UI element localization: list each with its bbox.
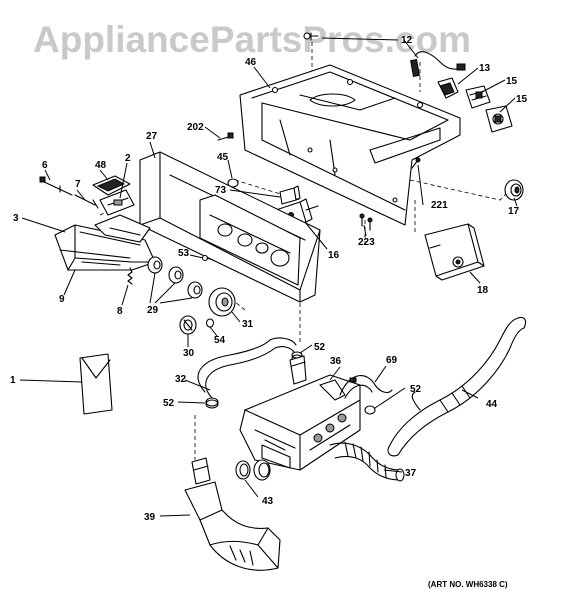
callout-18: 18: [477, 285, 489, 296]
callout-54: 54: [214, 335, 226, 346]
callout-32: 32: [175, 374, 187, 385]
thermistor-sensor-12[interactable]: [410, 51, 466, 77]
screw-top[interactable]: [303, 32, 319, 41]
callout-39: 39: [144, 512, 156, 523]
hose-clamp-52-left[interactable]: [205, 397, 219, 409]
callout-6: 6: [42, 160, 48, 171]
callout-36: 36: [330, 356, 342, 367]
callout-52-left: 52: [163, 398, 175, 409]
washer-54[interactable]: [205, 318, 215, 328]
switch-13[interactable]: [437, 77, 459, 99]
callout-1: 1: [10, 375, 16, 386]
knob-29-b[interactable]: [168, 266, 184, 284]
knob-30[interactable]: [179, 315, 197, 335]
callout-69: 69: [386, 355, 398, 366]
callout-31: 31: [242, 319, 254, 330]
dispenser-insert-2[interactable]: [99, 189, 135, 216]
dispenser-outlet[interactable]: [253, 459, 271, 481]
callout-46: 46: [245, 57, 257, 68]
hinge-rod-6[interactable]: [39, 176, 73, 196]
callout-labels: 12 46 13 15 15 202 27 45 48 2 6 7 73 3 2…: [10, 35, 528, 523]
callout-223: 223: [358, 237, 375, 248]
relay-15-lower[interactable]: [485, 105, 513, 133]
screws-223[interactable]: [359, 213, 373, 231]
control-panel-frame-46[interactable]: [239, 64, 461, 226]
bellows-hose-37[interactable]: [329, 441, 405, 482]
callout-202: 202: [187, 122, 204, 133]
callout-43: 43: [262, 496, 274, 507]
callout-27: 27: [146, 131, 158, 142]
callout-29: 29: [147, 305, 159, 316]
bearing-17[interactable]: [504, 179, 524, 201]
callout-73: 73: [215, 185, 227, 196]
callout-3: 3: [13, 213, 19, 224]
spring-rod-7[interactable]: [74, 194, 99, 209]
callout-52-top: 52: [314, 342, 326, 353]
hose-clamp-52-right[interactable]: [364, 405, 376, 415]
art-number: (ART NO. WH6338 C): [428, 580, 508, 589]
callout-48: 48: [95, 160, 107, 171]
vent-duct-39[interactable]: [184, 457, 281, 571]
callout-221: 221: [431, 200, 448, 211]
inlet-fitting[interactable]: [289, 355, 307, 385]
callout-53: 53: [178, 248, 190, 259]
fill-hose-32[interactable]: [197, 337, 297, 399]
manual-1[interactable]: [79, 353, 113, 415]
callout-2: 2: [125, 153, 131, 164]
callout-16: 16: [328, 250, 340, 261]
callout-9: 9: [59, 294, 65, 305]
screw-221[interactable]: [411, 157, 421, 169]
callout-17: 17: [508, 206, 520, 217]
callout-15-upper: 15: [506, 76, 518, 87]
callout-13: 13: [479, 63, 491, 74]
screw-202[interactable]: [217, 132, 234, 141]
spring-8[interactable]: [127, 267, 133, 285]
drain-hose-44[interactable]: [387, 316, 527, 457]
knob-31[interactable]: [208, 287, 236, 317]
wire-harness-69[interactable]: [339, 375, 393, 399]
control-board-18[interactable]: [424, 223, 485, 281]
callout-12: 12: [401, 35, 413, 46]
bracket-73[interactable]: [279, 185, 301, 205]
callout-8: 8: [117, 306, 123, 317]
dispenser-cap-48[interactable]: [92, 175, 131, 196]
leader-lines: [19, 37, 518, 517]
callout-7: 7: [75, 179, 81, 190]
callout-37: 37: [405, 468, 417, 479]
dispenser-drawer-9[interactable]: [54, 214, 156, 271]
dispenser-housing-36[interactable]: [239, 374, 361, 471]
callout-30: 30: [183, 348, 195, 359]
control-panel-27[interactable]: [139, 151, 321, 303]
callout-45: 45: [217, 152, 229, 163]
callout-15-lower: 15: [516, 94, 528, 105]
callout-52-right: 52: [410, 384, 422, 395]
gasket-ring-43[interactable]: [235, 460, 251, 480]
knob-29-a[interactable]: [147, 256, 163, 274]
callout-44: 44: [486, 399, 498, 410]
knob-29-c[interactable]: [187, 281, 203, 299]
